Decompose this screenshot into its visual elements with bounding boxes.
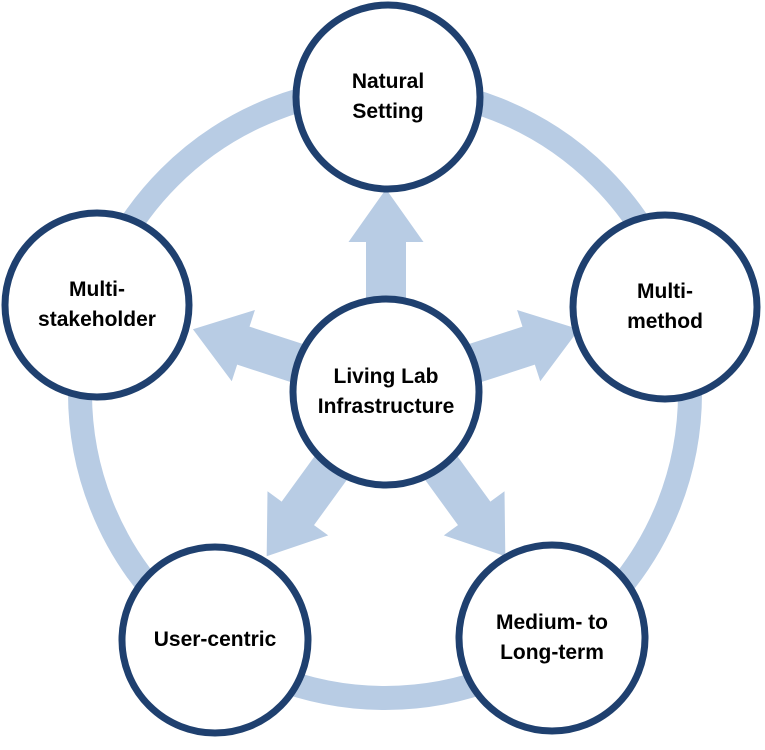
node-circle-natural-setting [292, 1, 484, 193]
arrow-to-natural-setting [348, 189, 424, 322]
label-line: Long-term [500, 641, 604, 664]
label-medium-long-term: Medium- to Long-term [447, 608, 657, 668]
node-circle-user-centric [118, 543, 312, 737]
node-circle-multi-method [569, 211, 761, 403]
label-living-lab-infrastructure: Living Lab Infrastructure [281, 362, 491, 422]
label-line: Infrastructure [317, 395, 455, 418]
label-line: Living Lab [333, 365, 439, 388]
label-line: Natural [351, 70, 425, 93]
label-line: Multi- [637, 280, 693, 303]
label-line: Medium- to [496, 611, 608, 634]
label-line: method [627, 310, 703, 333]
node-circle-multi-stakeholder [1, 209, 193, 401]
label-user-centric: User-centric [110, 625, 320, 655]
radial-arrows [192, 189, 580, 557]
node-circle-living-lab-infrastructure [289, 295, 483, 489]
label-line: User-centric [153, 628, 277, 651]
label-line: stakeholder [38, 308, 156, 331]
label-line: Setting [352, 100, 424, 123]
label-multi-stakeholder: Multi- stakeholder [0, 275, 202, 335]
label-line: Multi- [69, 278, 125, 301]
label-multi-method: Multi- method [560, 277, 765, 337]
label-natural-setting: Natural Setting [283, 67, 493, 127]
node-circle-medium-long-term [455, 541, 649, 735]
